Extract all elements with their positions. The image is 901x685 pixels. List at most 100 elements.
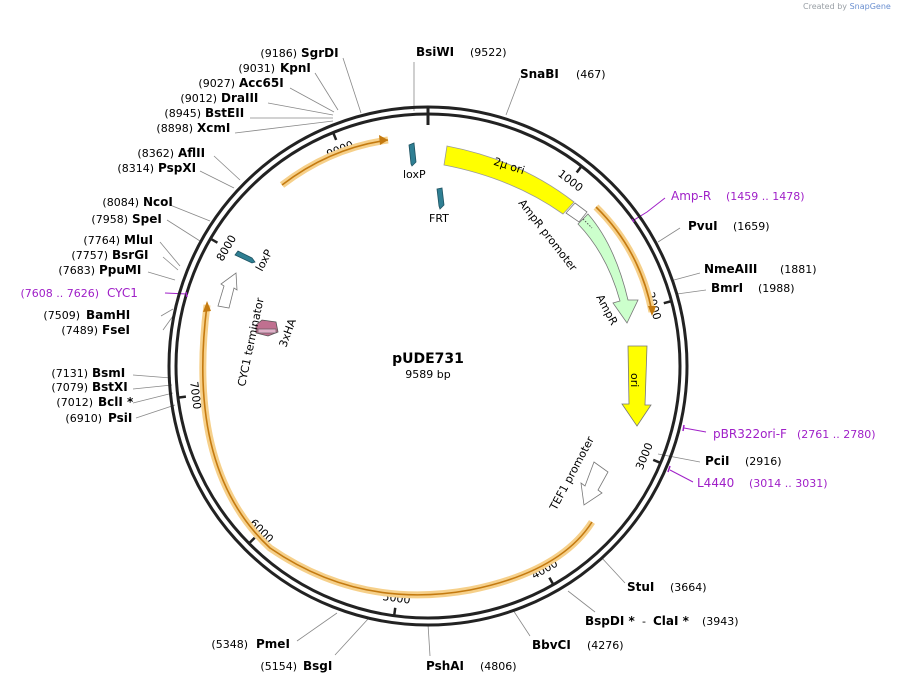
primer-name-l4440: L4440 bbox=[697, 476, 734, 490]
enzyme-name-xcmi: XcmI bbox=[197, 121, 230, 135]
enzyme-pos-pshai: (4806) bbox=[480, 660, 517, 673]
enzyme-pos-nmeaiii: (1881) bbox=[780, 263, 817, 276]
enzyme-pos-psii: (6910) bbox=[65, 412, 102, 425]
primer-marker-cyc1 bbox=[185, 291, 188, 298]
feature-loxp-top[interactable] bbox=[408, 142, 417, 167]
tick-mark-7000 bbox=[177, 395, 187, 399]
primer-name-pbr322ori-f: pBR322ori-F bbox=[713, 427, 787, 441]
enzyme-name-draiii: DraIII bbox=[221, 91, 258, 105]
feature-frt[interactable] bbox=[436, 187, 445, 210]
tick-mark-8000 bbox=[209, 237, 219, 244]
enzyme-leader-lines bbox=[132, 57, 707, 657]
plasmid-length: 9589 bp bbox=[405, 368, 450, 381]
enzyme-pos-pmei: (5348) bbox=[211, 638, 248, 651]
enzyme-pos-snabi: (467) bbox=[576, 68, 606, 81]
enzyme-name-nmeaiii: NmeAIII bbox=[704, 262, 757, 276]
enzyme-pos-pspxi: (8314) bbox=[117, 162, 154, 175]
enzyme-name-bcli: BclI * bbox=[98, 395, 134, 409]
feature-label-cyc1-terminator: CYC1 terminator bbox=[235, 296, 267, 387]
enzyme-name-pspxi: PspXI bbox=[158, 161, 196, 175]
feature-3xha[interactable] bbox=[255, 319, 279, 337]
enzyme-name-bspdi: BspDI * bbox=[585, 614, 635, 628]
primer-name-amp-r: Amp-R bbox=[671, 189, 711, 203]
feature-loxp-left[interactable] bbox=[234, 250, 256, 264]
enzyme-pos-bbvci: (4276) bbox=[587, 639, 624, 652]
enzyme-name-bsrgi: BsrGI bbox=[112, 248, 149, 262]
enzyme-pos-spei: (7958) bbox=[91, 213, 128, 226]
feature-label-loxp-left: loxP bbox=[253, 247, 275, 273]
primer-marker-l4440 bbox=[667, 465, 671, 473]
tick-mark-1000 bbox=[575, 165, 583, 174]
orf-arcs bbox=[199, 136, 656, 599]
primer-range-amp-r: (1459 .. 1478) bbox=[726, 190, 805, 203]
orf-arrowhead-top bbox=[379, 135, 388, 145]
feature-label-ori: ori bbox=[628, 373, 641, 387]
enzyme-pos-bsrgi: (7757) bbox=[71, 249, 108, 262]
backbone-outer-ring bbox=[167, 105, 689, 627]
feature-2u-ori[interactable] bbox=[443, 145, 575, 215]
enzyme-pos-bmri: (1988) bbox=[758, 282, 795, 295]
enzyme-name-mlui: MluI bbox=[124, 233, 153, 247]
enzyme-name-fsei: FseI bbox=[102, 323, 130, 337]
tick-mark-6000 bbox=[248, 536, 256, 545]
enzyme-pos-sgrdi: (9186) bbox=[260, 47, 297, 60]
feature-cyc1-terminator[interactable] bbox=[217, 272, 238, 309]
primer-marker-amp-r bbox=[631, 218, 635, 223]
plasmid-name: pUDE731 bbox=[392, 351, 464, 367]
feature-ori[interactable] bbox=[621, 345, 652, 427]
feature-label-loxp-top: loxP bbox=[403, 168, 426, 181]
tick-label-7000: 7000 bbox=[187, 381, 203, 410]
orf-arc-bottom bbox=[199, 304, 595, 599]
enzyme-pos-bsteii: (8945) bbox=[164, 107, 201, 120]
enzyme-pos-acc65i: (9027) bbox=[198, 77, 235, 90]
primer-range-pbr322ori-f: (2761 .. 2780) bbox=[797, 428, 876, 441]
enzyme-name-pmei: PmeI bbox=[256, 637, 290, 651]
tick-mark-2000 bbox=[663, 299, 672, 305]
enzyme-pos-pvui: (1659) bbox=[733, 220, 770, 233]
primer-range-l4440: (3014 .. 3031) bbox=[749, 477, 828, 490]
enzyme-pos-bstxi: (7079) bbox=[51, 381, 88, 394]
enzyme-name-bsiwi: BsiWI bbox=[416, 45, 454, 59]
enzyme-name-sgrdi: SgrDI bbox=[301, 46, 339, 60]
feature-ampr-promoter[interactable] bbox=[565, 202, 588, 223]
enzyme-name-kpni: KpnI bbox=[280, 61, 311, 75]
enzyme-separator: - bbox=[642, 615, 646, 628]
enzyme-name-bstxi: BstXI bbox=[92, 380, 128, 394]
primer-marker-pbr322ori-f bbox=[682, 424, 685, 432]
tick-label-8000: 8000 bbox=[214, 233, 239, 264]
enzyme-pos-stui: (3664) bbox=[670, 581, 707, 594]
tick-mark-5000 bbox=[392, 607, 397, 616]
enzyme-pos-ppumi: (7683) bbox=[58, 264, 95, 277]
enzyme-pos-mlui: (7764) bbox=[83, 234, 120, 247]
tick-mark-9000 bbox=[331, 132, 338, 141]
primer-markers bbox=[185, 218, 685, 473]
primer-name-cyc1: CYC1 bbox=[107, 286, 138, 300]
enzyme-pos-ncoi: (8084) bbox=[102, 196, 139, 209]
tick-label-3000: 3000 bbox=[633, 441, 656, 472]
enzyme-pos-fsei: (7489) bbox=[61, 324, 98, 337]
enzyme-name-clai: ClaI * bbox=[653, 614, 690, 628]
enzyme-name-bsteii: BstEII bbox=[205, 106, 244, 120]
enzyme-name-bsgi: BsgI bbox=[303, 659, 332, 673]
enzyme-name-acc65i: Acc65I bbox=[239, 76, 284, 90]
enzyme-name-ncoi: NcoI bbox=[143, 195, 173, 209]
feature-ampr[interactable] bbox=[577, 213, 639, 324]
feature-tef1-promoter[interactable] bbox=[580, 461, 609, 506]
feature-label-frt: FRT bbox=[429, 212, 449, 225]
enzyme-name-aflii: AflII bbox=[178, 146, 205, 160]
tick-label-1000: 1000 bbox=[555, 167, 585, 194]
enzyme-pos-draiii: (9012) bbox=[180, 92, 217, 105]
enzyme-name-bsmi: BsmI bbox=[92, 366, 125, 380]
orf-arrowhead-right bbox=[648, 306, 656, 316]
tick-mark-3000 bbox=[652, 458, 662, 465]
enzyme-name-pcii: PciI bbox=[705, 454, 730, 468]
enzyme-labels-left: (9186) SgrDI (9031) KpnI (9027) Acc65I (… bbox=[43, 46, 338, 425]
credit-prefix: Created by bbox=[803, 2, 848, 11]
enzyme-name-bmri: BmrI bbox=[711, 281, 743, 295]
enzyme-pos-bsgi: (5154) bbox=[260, 660, 297, 673]
enzyme-name-bbvci: BbvCI bbox=[532, 638, 571, 652]
enzyme-name-pshai: PshAI bbox=[426, 659, 464, 673]
enzyme-pos-bamhi: (7509) bbox=[43, 309, 80, 322]
tick-mark-4000 bbox=[548, 577, 555, 586]
